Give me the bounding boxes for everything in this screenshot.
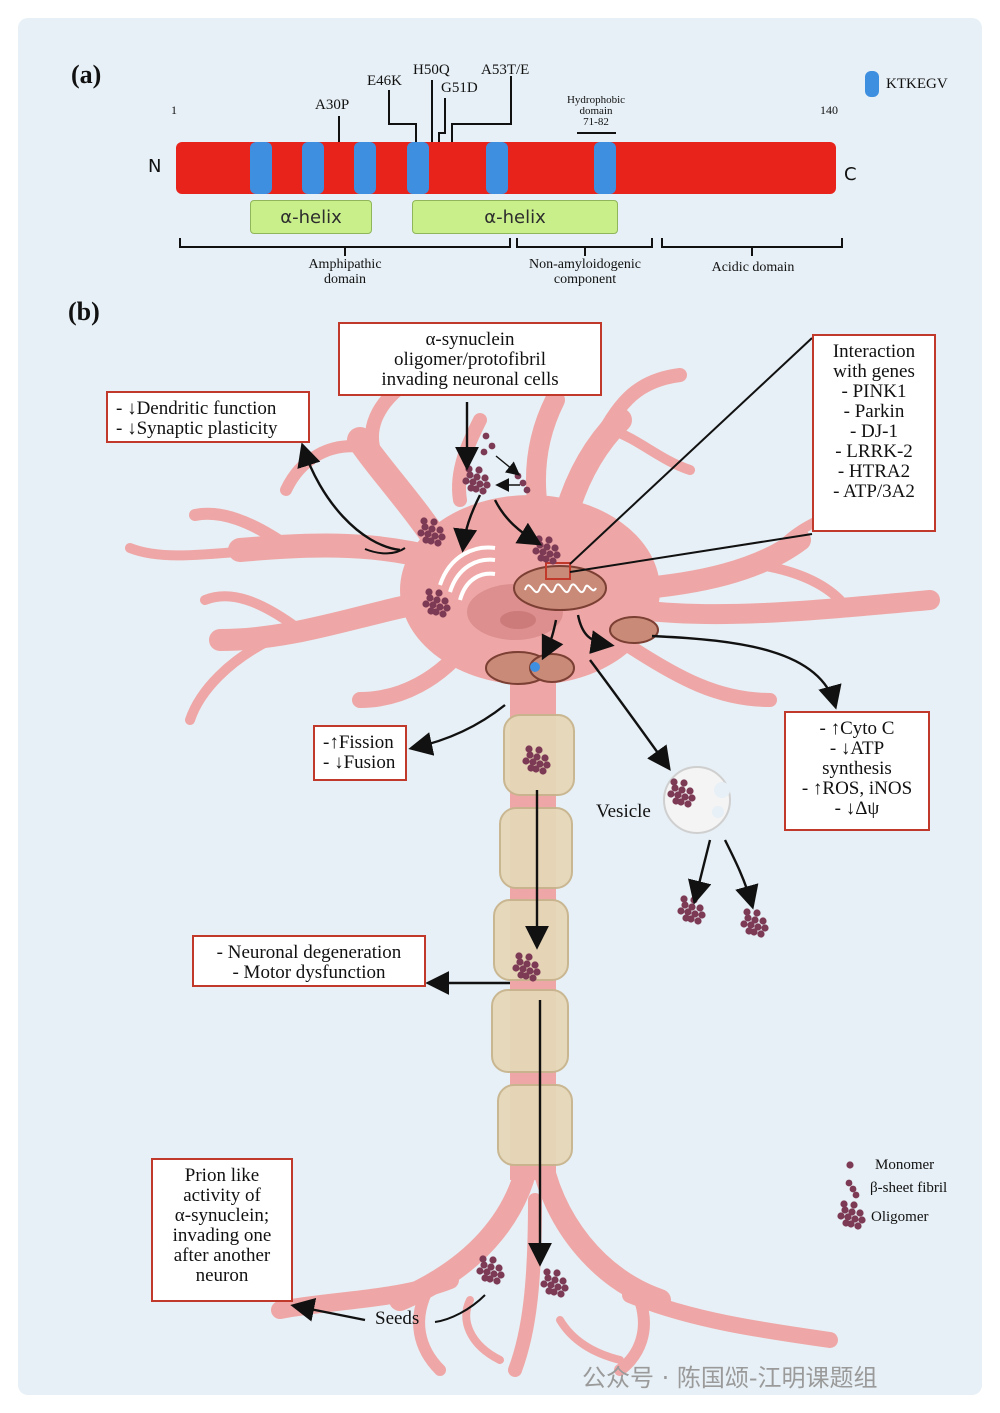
nac-domain-label: Non-amyloidogenic component [529, 257, 641, 287]
legend-fibril: β-sheet fibril [870, 1180, 948, 1196]
mutation-leader-lines [338, 76, 616, 142]
watermark: 公众号 · 陈国颂-江明课题组 [582, 1364, 878, 1392]
ktkegv-legend-label: KTKEGV [886, 76, 948, 92]
panel-a-label: (a) [71, 60, 102, 89]
myelin-sheaths [491, 714, 575, 1166]
neuron-body [125, 368, 940, 1377]
alpha-helix-2: α-helix [412, 200, 618, 234]
legend-oligomer: Oligomer [871, 1209, 929, 1225]
vesicle-label: Vesicle [596, 801, 651, 822]
n-terminus-label: N [148, 156, 162, 177]
protein-bar [176, 71, 879, 194]
mutation-h50q: H50Q [413, 62, 450, 78]
start-residue: 1 [171, 103, 177, 117]
invading-oligomer-box: α-synuclein oligomer/protofibril invadin… [338, 322, 602, 396]
mitochondrial-dysfunction-box: - ↑Cyto C - ↓ATP synthesis - ↑ROS, iNOS … [784, 711, 930, 831]
ktkegv-legend-swatch [865, 71, 879, 97]
c-terminus-label: C [844, 164, 857, 185]
legend-monomer: Monomer [875, 1157, 935, 1173]
golgi-apparatus [438, 545, 496, 601]
mutation-e46k: E46K [367, 73, 402, 89]
amphipathic-domain-label: Amphipathic domain [308, 257, 382, 287]
alpha-helix-1: α-helix [250, 200, 372, 234]
prion-like-activity-box: Prion like activity of α-synuclein; inva… [151, 1158, 293, 1302]
mitochondria [485, 565, 659, 685]
end-residue: 140 [820, 103, 838, 117]
mutation-g51d: G51D [441, 80, 478, 96]
neuronal-degeneration-box: - Neuronal degeneration - Motor dysfunct… [192, 935, 426, 987]
seeds-label: Seeds [375, 1308, 420, 1329]
domain-brackets [179, 238, 843, 256]
connector-lines [364, 337, 813, 1323]
acidic-domain-label: Acidic domain [711, 260, 795, 275]
gene-interaction-box: Interaction with genes - PINK1 - Parkin … [812, 334, 936, 532]
alpha-synuclein-particles [417, 432, 866, 1298]
mutation-a53te: A53T/E [481, 62, 530, 78]
process-arrows [290, 402, 842, 1322]
panel-b-label: (b) [68, 297, 100, 326]
thin-arrows [495, 455, 521, 492]
ktkegv-motifs [250, 142, 616, 194]
dendritic-function-box: - ↓Dendritic function - ↓Synaptic plasti… [106, 391, 310, 443]
hydrophobic-domain-label: Hydrophobic domain 71-82 [566, 94, 626, 128]
fission-fusion-box: -↑Fission - ↓Fusion [313, 725, 407, 781]
mutation-a30p: A30P [315, 97, 350, 113]
